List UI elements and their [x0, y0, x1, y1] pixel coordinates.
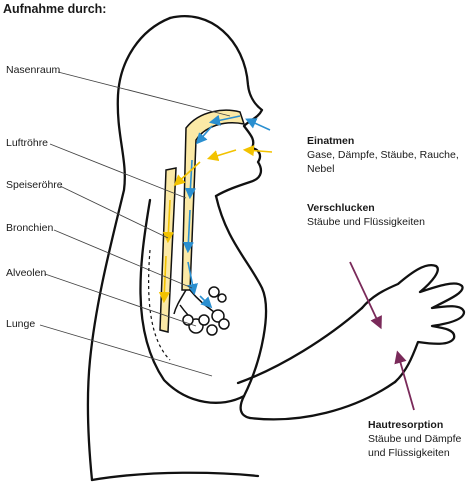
route-line: Stäube und Flüssigkeiten	[307, 216, 425, 228]
route-heading: Einatmen	[307, 135, 355, 147]
label-nasenraum: Nasenraum	[6, 64, 61, 76]
route-line: und Flüssigkeiten	[368, 447, 450, 459]
leader-lines	[39, 71, 231, 377]
label-bronchien: Bronchien	[6, 222, 54, 234]
route-hautresorption: Hautresorption Stäube und Dämpfe und Flü…	[368, 418, 461, 460]
route-einatmen: Einatmen Gase, Dämpfe, Stäube, Rauche, N…	[307, 134, 459, 176]
swallow-arrows	[158, 145, 273, 304]
route-line: Stäube und Dämpfe	[368, 433, 462, 445]
label-lunge: Lunge	[6, 318, 36, 330]
route-line: Nebel	[307, 163, 335, 175]
route-verschlucken: Verschlucken Stäube und Flüssigkeiten	[307, 201, 425, 229]
diagram-title: Aufnahme durch:	[3, 2, 107, 16]
trachea	[181, 109, 246, 291]
airflow-arrows	[182, 114, 271, 309]
label-speiseroehre: Speiseröhre	[6, 179, 63, 191]
skin-arrows	[349, 261, 415, 411]
route-heading: Verschlucken	[307, 202, 375, 214]
body-outline	[86, 15, 466, 482]
route-heading: Hautresorption	[368, 419, 444, 431]
label-alveolen: Alveolen	[6, 267, 47, 279]
label-luftroehre: Luftröhre	[6, 137, 49, 149]
alveoli	[182, 286, 230, 336]
route-line: Gase, Dämpfe, Stäube, Rauche,	[307, 149, 459, 161]
lung-outline	[148, 249, 171, 361]
